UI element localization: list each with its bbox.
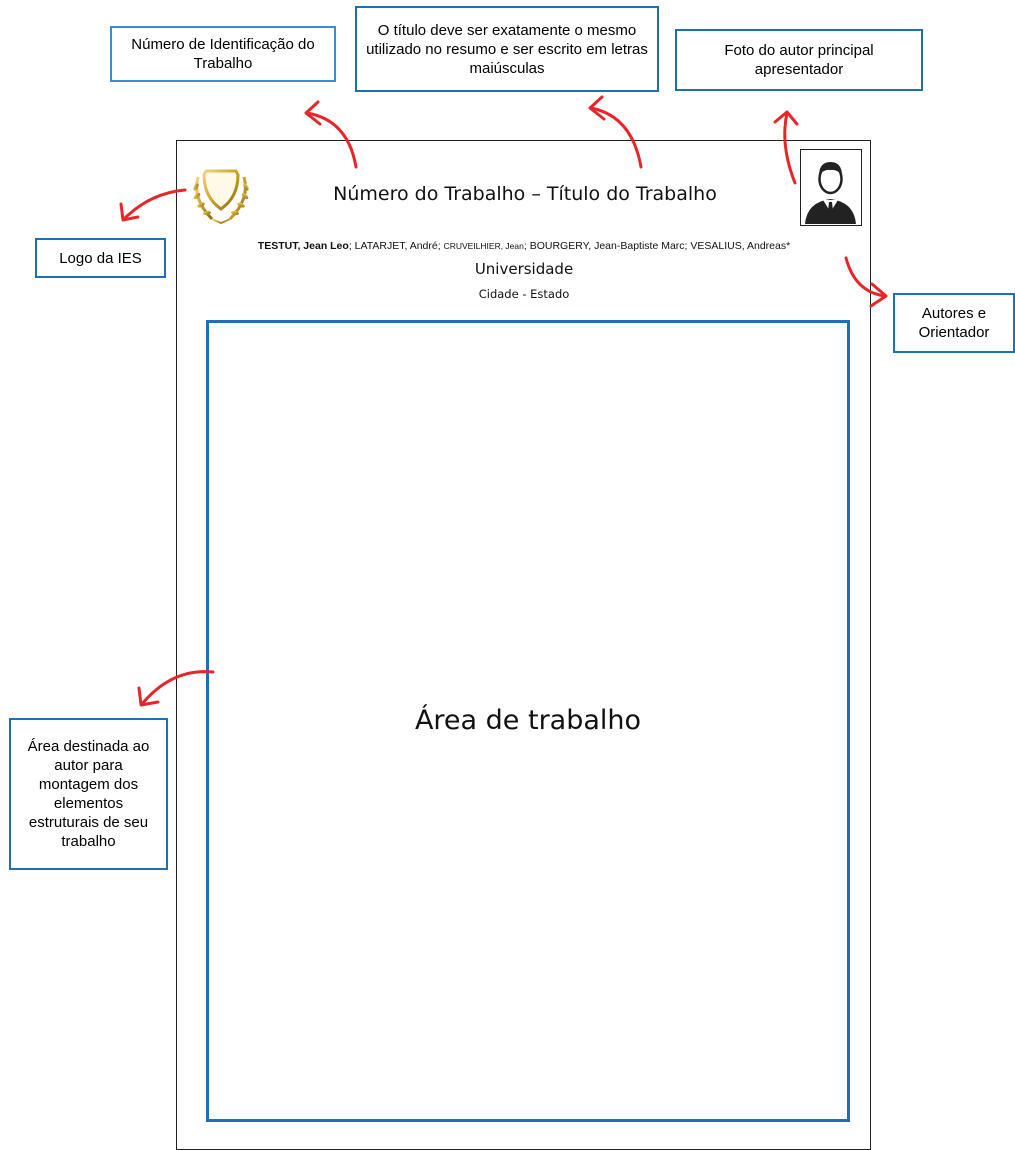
callout-area-destinada: Área destinada ao autor para montagem do… (9, 718, 168, 870)
callout-numero-identificacao: Número de Identificação do Trabalho (110, 26, 336, 82)
university-name: Universidade (474, 260, 574, 278)
callout-numero-text: Número de Identificação do Trabalho (131, 36, 315, 72)
arrow-to-autores (844, 256, 888, 308)
callout-titulo: O título deve ser exatamente o mesmo uti… (355, 6, 659, 92)
callout-foto-text: Foto do autor principal apresentador (724, 42, 874, 78)
laurel-shield-icon (188, 163, 254, 229)
work-area-label: Área de trabalho (414, 705, 642, 736)
arrow-to-foto (773, 110, 799, 185)
lead-author: TESTUT, Jean Leo (257, 240, 349, 252)
callout-logo-text: Logo da IES (59, 249, 142, 267)
callout-autores-text: Autores e Orientador (918, 305, 990, 341)
callout-area-text: Área destinada ao autor para montagem do… (27, 738, 150, 850)
authors-part-4: ; BOURGERY, Jean-Baptiste Marc; VESALIUS… (523, 240, 791, 252)
poster-title: Número do Trabalho – Título do Trabalho (333, 183, 717, 205)
authors-line: TESTUT, Jean Leo; LATARJET, André; CRUVE… (180, 240, 868, 252)
callout-autores-orientador: Autores e Orientador (893, 293, 1015, 353)
arrow-to-numero (304, 100, 358, 169)
arrow-to-titulo (588, 95, 643, 169)
callout-titulo-text: O título deve ser exatamente o mesmo uti… (366, 21, 648, 77)
work-area-box (206, 320, 850, 1122)
arrow-to-logo (119, 188, 187, 222)
person-avatar-icon (805, 162, 856, 224)
arrow-to-area (137, 670, 215, 707)
authors-part-2: ; LATARJET, André; (348, 240, 444, 252)
callout-foto-autor: Foto do autor principal apresentador (675, 29, 923, 91)
poster-sheet (176, 140, 871, 1150)
author-photo (800, 149, 862, 226)
callout-logo-ies: Logo da IES (35, 238, 166, 278)
authors-part-3: CRUVEILHIER, Jean (443, 241, 524, 251)
city-state: Cidade - Estado (478, 287, 570, 301)
